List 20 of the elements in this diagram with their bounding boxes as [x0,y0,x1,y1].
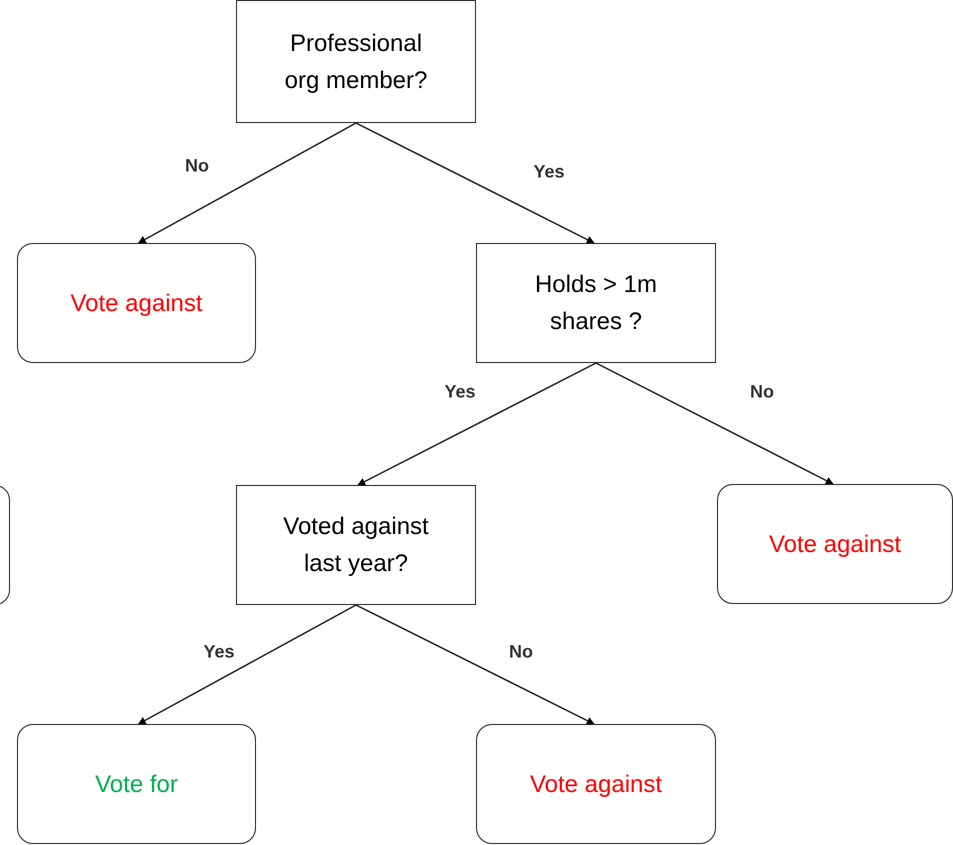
node-text: Voted against last year? [282,512,430,579]
outcome-box [17,243,256,363]
node-text: Vote for [94,770,179,800]
arrow [138,122,356,244]
decision-box [236,0,476,123]
decision-box [236,485,476,605]
node-text: Holds > 1m shares ? [534,270,658,337]
arrow [356,604,595,725]
node-text: Professional org member? [284,28,428,96]
arrow [138,604,356,725]
node-text: Vote against [768,530,902,560]
arrow [357,362,596,486]
arrow [596,362,834,485]
node-text: Vote against [69,288,204,318]
arrow [356,122,595,244]
node-text: Vote against [528,770,664,800]
decision-box [476,243,716,363]
outcome-box [476,724,716,844]
outcome-box [17,724,256,844]
outcome-box [717,484,953,604]
